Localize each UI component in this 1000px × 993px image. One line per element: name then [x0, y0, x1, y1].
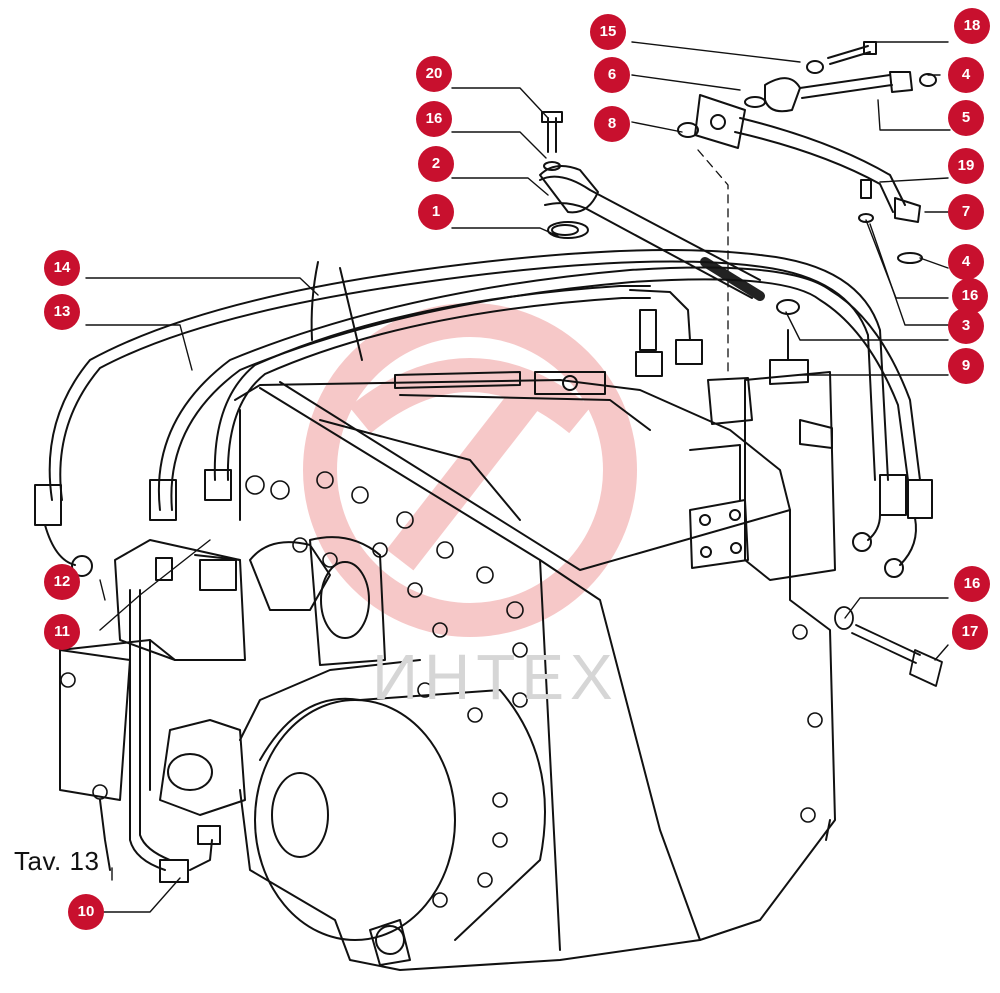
callout-15: 15 — [590, 14, 626, 50]
callout-13: 13 — [44, 294, 80, 330]
callout-12: 12 — [44, 564, 80, 600]
bolt-17 — [834, 606, 943, 687]
callout-6: 6 — [594, 57, 630, 93]
callout-3: 3 — [948, 308, 984, 344]
transmission-housing — [59, 329, 836, 971]
callout-14: 14 — [44, 250, 80, 286]
bolt-heads — [60, 471, 823, 908]
watermark-text: ИНТЕХ — [372, 641, 619, 713]
callout-16-right-lower: 16 — [954, 566, 990, 602]
hoses — [34, 249, 933, 883]
callout-9: 9 — [948, 348, 984, 384]
callout-7: 7 — [948, 194, 984, 230]
callout-5: 5 — [948, 100, 984, 136]
callout-11: 11 — [44, 614, 80, 650]
callout-17: 17 — [952, 614, 988, 650]
callout-4-mid: 4 — [948, 244, 984, 280]
callout-2: 2 — [418, 146, 454, 182]
callout-4-top: 4 — [948, 57, 984, 93]
figure-caption: Tav. 13 — [14, 846, 100, 876]
callout-19: 19 — [948, 148, 984, 184]
watermark-logo — [303, 303, 637, 637]
callout-10: 10 — [68, 894, 104, 930]
dashed-guide — [697, 149, 729, 376]
callout-8: 8 — [594, 106, 630, 142]
callout-1: 1 — [418, 194, 454, 230]
callout-18: 18 — [954, 8, 990, 44]
callout-16-left: 16 — [416, 101, 452, 137]
callout-20: 20 — [416, 56, 452, 92]
